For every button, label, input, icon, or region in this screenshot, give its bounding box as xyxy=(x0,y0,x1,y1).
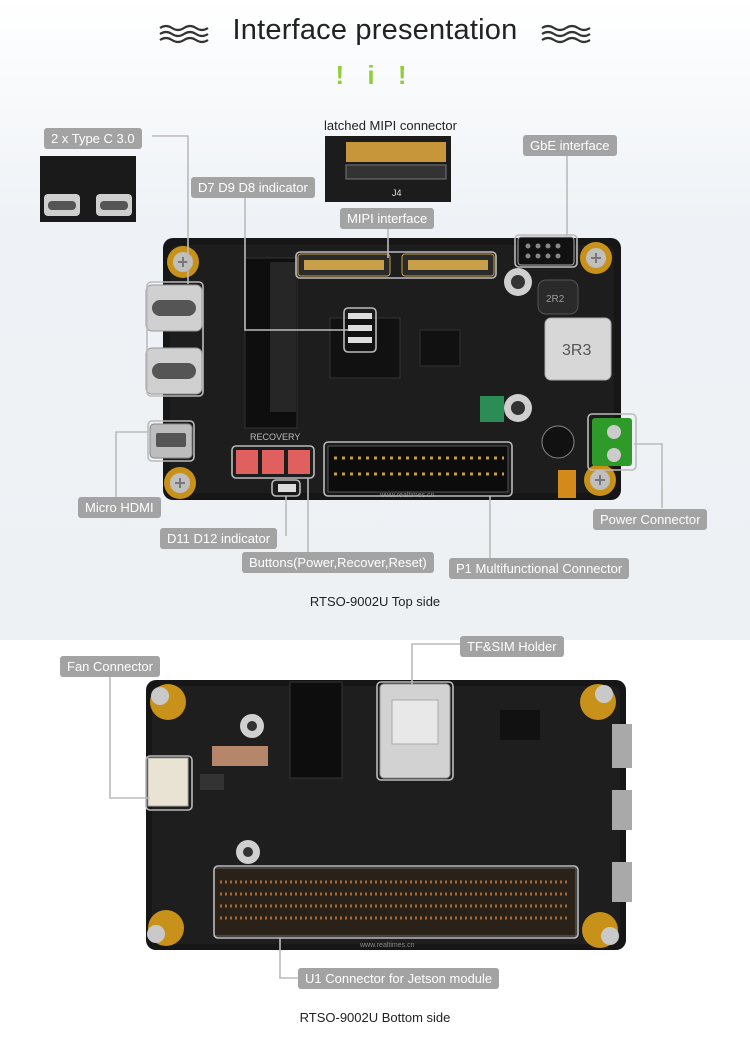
mipi-label: MIPI interface xyxy=(340,208,435,229)
right-wave-icon xyxy=(541,24,591,44)
tf-sim-label: TF&SIM Holder xyxy=(460,636,564,657)
bottom-site-silk: www.realtimes.cn xyxy=(359,942,415,949)
u1-connector-label: U1 Connector for Jetson module xyxy=(298,968,500,989)
d11d12-label: D11 D12 indicator xyxy=(160,528,278,549)
latched-mipi-label: latched MIPI connector xyxy=(324,118,457,133)
top-caption: RTSO-9002U Top side xyxy=(309,594,441,609)
inductor-silk: 3R3 xyxy=(562,342,591,359)
bottom-caption: RTSO-9002U Bottom side xyxy=(299,1010,451,1025)
inductor2-silk: 2R2 xyxy=(546,294,565,305)
micro-hdmi-label: Micro HDMI xyxy=(78,497,161,518)
j4-silk: J4 xyxy=(392,188,402,198)
p1-label: P1 Multifunctional Connector xyxy=(449,558,630,579)
type-c-label: 2 x Type C 3.0 xyxy=(44,128,142,149)
fan-connector-label: Fan Connector xyxy=(60,656,160,677)
d7d9d8-label: D7 D9 D8 indicator xyxy=(191,177,315,198)
left-wave-icon xyxy=(159,24,209,44)
recovery-silk: RECOVERY xyxy=(250,432,300,442)
buttons-label: Buttons(Power,Recover,Reset) xyxy=(242,552,434,573)
power-connector-label: Power Connector xyxy=(593,509,708,530)
gbe-label: GbE interface xyxy=(523,135,617,156)
header-accent: ! i ! xyxy=(335,60,415,90)
page-title: Interface presentation xyxy=(232,14,518,46)
